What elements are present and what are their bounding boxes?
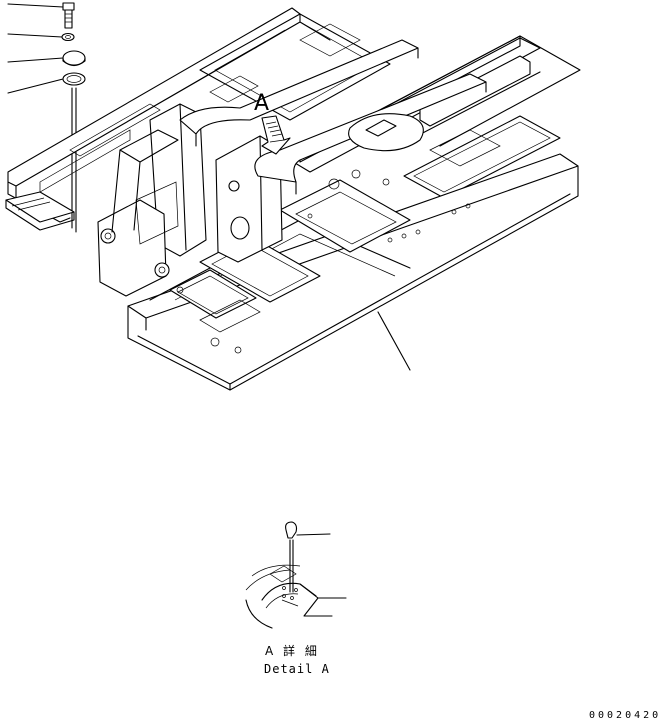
detail-caption-jp: A 詳 細 xyxy=(265,643,320,658)
detail-caption-en: Detail A xyxy=(264,662,330,676)
gasket-icon xyxy=(7,72,86,94)
view-arrow-icon xyxy=(261,115,291,155)
assembly-centerline xyxy=(71,87,77,233)
cover-plate-icon xyxy=(7,50,86,67)
revolving-frame xyxy=(5,7,581,391)
detail-a-view xyxy=(245,521,347,629)
washer-icon xyxy=(7,32,75,42)
leader-line-frame xyxy=(377,311,411,371)
view-marker-label: A xyxy=(254,91,269,116)
bolt-icon xyxy=(7,2,75,29)
drawing-code: 00020420 xyxy=(589,710,661,718)
